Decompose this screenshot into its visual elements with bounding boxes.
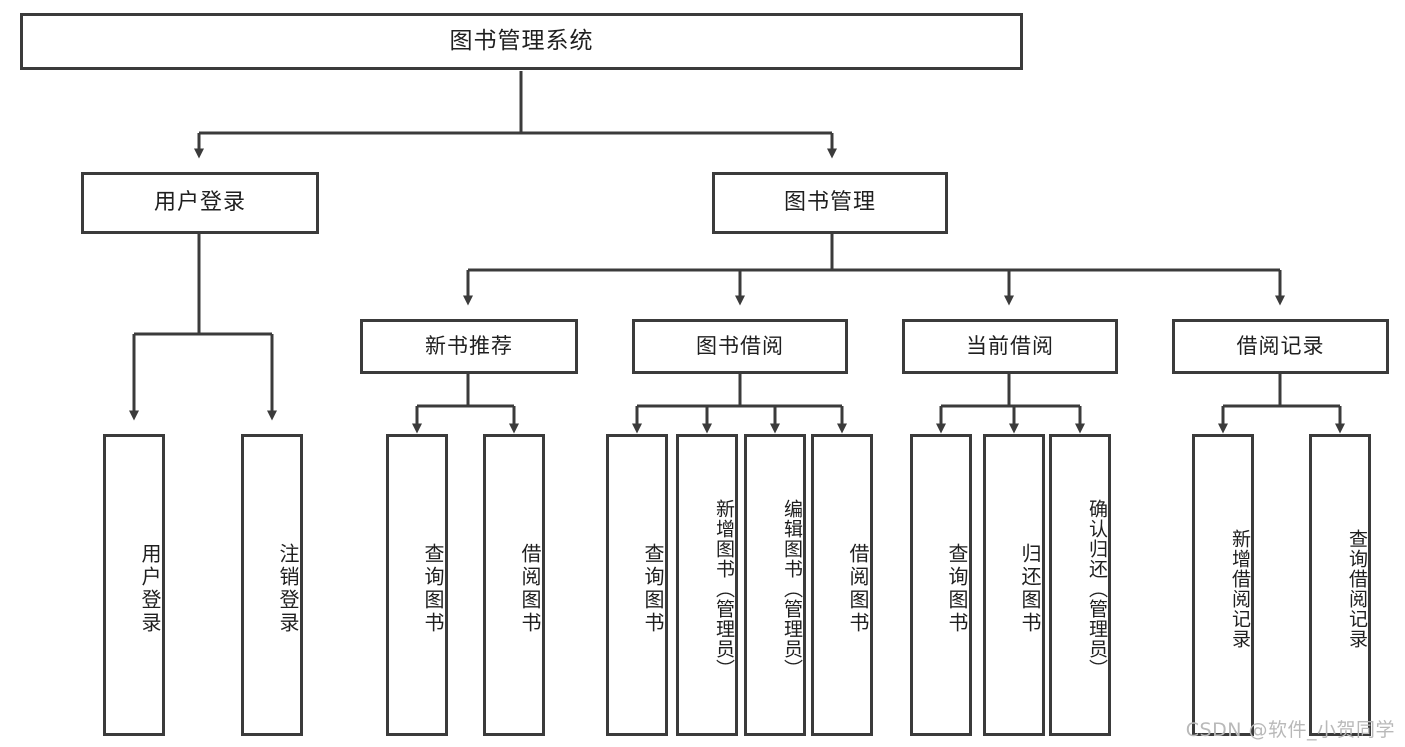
node-leaf-edit-book[interactable]: 编辑图书（管理员） (744, 434, 806, 736)
node-leaf-query-3-label: 查询图书 (945, 543, 969, 635)
node-leaf-logout[interactable]: 注销登录 (241, 434, 303, 736)
node-root[interactable]: 图书管理系统 (20, 13, 1023, 70)
node-leaf-borrow-2-label: 借阅图书 (846, 543, 870, 635)
node-user-login-label: 用户登录 (153, 190, 246, 216)
node-leaf-confirm-label: 确认归还（管理员） (1086, 499, 1108, 679)
node-book-manage-label: 图书管理 (783, 190, 876, 216)
node-leaf-borrow-1-label: 借阅图书 (518, 543, 542, 635)
node-leaf-query-rec[interactable]: 查询借阅记录 (1309, 434, 1371, 736)
node-leaf-return[interactable]: 归还图书 (983, 434, 1045, 736)
node-leaf-query-1-label: 查询图书 (421, 543, 445, 635)
node-leaf-borrow-1[interactable]: 借阅图书 (483, 434, 545, 736)
node-leaf-query-2-label: 查询图书 (641, 543, 665, 635)
node-user-login[interactable]: 用户登录 (81, 172, 319, 234)
node-leaf-query-3[interactable]: 查询图书 (910, 434, 972, 736)
node-leaf-add-book-label: 新增图书（管理员） (713, 499, 735, 679)
node-leaf-query-1[interactable]: 查询图书 (386, 434, 448, 736)
node-book-borrow-label: 图书借阅 (696, 334, 784, 359)
node-leaf-add-book[interactable]: 新增图书（管理员） (676, 434, 738, 736)
node-leaf-return-label: 归还图书 (1018, 543, 1042, 635)
node-borrow-record[interactable]: 借阅记录 (1172, 319, 1389, 374)
node-leaf-edit-book-label: 编辑图书（管理员） (781, 499, 803, 679)
node-leaf-borrow-2[interactable]: 借阅图书 (811, 434, 873, 736)
node-book-manage[interactable]: 图书管理 (712, 172, 948, 234)
node-leaf-query-rec-label: 查询借阅记录 (1346, 529, 1368, 649)
node-root-label: 图书管理系统 (449, 28, 594, 55)
node-leaf-confirm[interactable]: 确认归还（管理员） (1049, 434, 1111, 736)
node-borrow-record-label: 借阅记录 (1236, 334, 1325, 359)
watermark-text: CSDN @软件_小贺同学 (1185, 719, 1395, 741)
node-book-borrow[interactable]: 图书借阅 (632, 319, 848, 374)
node-leaf-query-2[interactable]: 查询图书 (606, 434, 668, 736)
node-new-book-rec[interactable]: 新书推荐 (360, 319, 578, 374)
node-new-book-rec-label: 新书推荐 (425, 334, 513, 359)
node-leaf-login[interactable]: 用户登录 (103, 434, 165, 736)
node-current-borrow-label: 当前借阅 (966, 334, 1054, 359)
node-leaf-logout-label: 注销登录 (276, 543, 300, 635)
node-leaf-add-rec-label: 新增借阅记录 (1229, 529, 1251, 649)
node-leaf-add-rec[interactable]: 新增借阅记录 (1192, 434, 1254, 736)
node-leaf-login-label: 用户登录 (138, 543, 162, 635)
node-current-borrow[interactable]: 当前借阅 (902, 319, 1118, 374)
